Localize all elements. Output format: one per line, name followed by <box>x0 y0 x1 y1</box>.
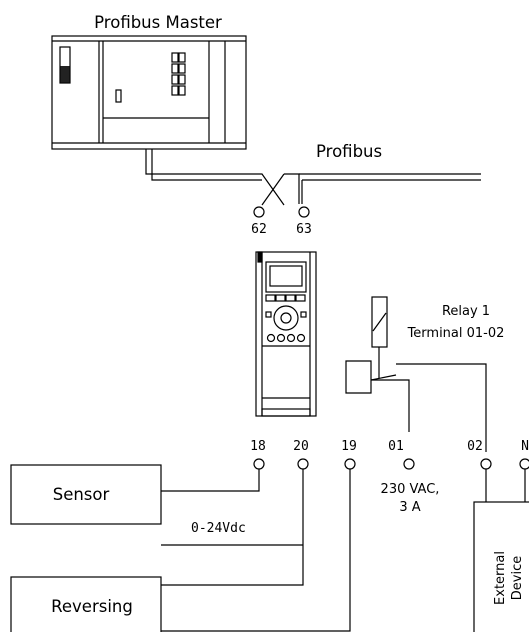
sensor-box <box>10 464 162 525</box>
relay-terminal-label: Terminal 01-02 <box>407 326 505 341</box>
profibus-master-unit <box>51 35 247 150</box>
terminal-63-circle <box>298 206 310 218</box>
relay-title: Relay 1 <box>442 304 490 319</box>
relay-rating-line2: 3 A <box>399 500 420 515</box>
voltage-label: 0-24Vdc <box>191 521 246 536</box>
terminal-20-label: 20 <box>293 439 309 454</box>
terminal-n-circle <box>519 458 529 470</box>
lower-terminal-circles <box>253 458 529 470</box>
external-device-line1: External <box>493 551 508 605</box>
master-title: Profibus Master <box>94 13 222 32</box>
input-wiring <box>161 469 526 632</box>
terminal-01-label: 01 <box>388 439 404 454</box>
terminal-62-label: 62 <box>251 222 267 237</box>
terminal-62-circle <box>253 206 265 218</box>
profibus-label: Profibus <box>316 142 382 161</box>
reversing-label: Reversing <box>51 597 133 616</box>
terminal-18-circle <box>253 458 265 470</box>
external-device-box <box>473 501 529 632</box>
terminal-19-label: 19 <box>341 439 357 454</box>
terminal-02-label: 02 <box>467 439 483 454</box>
terminal-20-circle <box>297 458 309 470</box>
terminal-18-label: 18 <box>250 439 266 454</box>
terminal-02-circle <box>480 458 492 470</box>
profibus-cable <box>145 149 481 206</box>
external-device-line2: Device <box>510 556 525 600</box>
drive-unit <box>255 251 317 417</box>
relay-rating-line1: 230 VAC, <box>381 482 440 497</box>
terminal-01-circle <box>403 458 415 470</box>
reversing-box <box>10 576 162 632</box>
relay-symbol <box>345 296 487 452</box>
sensor-label: Sensor <box>53 485 110 504</box>
terminal-19-circle <box>344 458 356 470</box>
terminal-n-label: N <box>521 439 529 454</box>
terminal-63-label: 63 <box>296 222 312 237</box>
